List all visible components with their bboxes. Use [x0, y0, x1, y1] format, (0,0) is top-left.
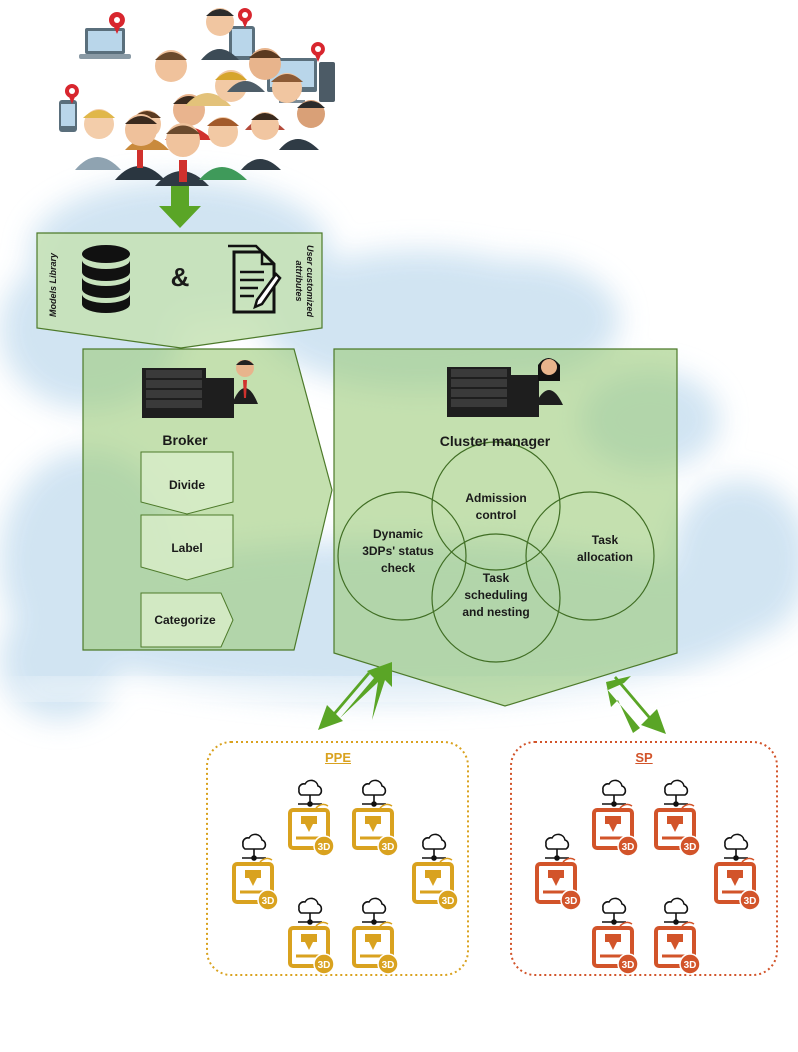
printer-3d-icon: 3D — [592, 921, 639, 975]
ampersand: & — [170, 262, 190, 292]
printer-3d-icon: 3D — [714, 857, 761, 911]
laptop-icon — [79, 28, 131, 59]
printer-node: 3D — [714, 833, 761, 911]
server-rack-icon — [447, 358, 563, 417]
cloud-network-icon — [664, 779, 689, 807]
user-group-icon — [59, 8, 335, 186]
exchange-arrows-right — [606, 676, 666, 734]
step-divide: Divide — [168, 478, 205, 492]
svg-text:3D: 3D — [744, 896, 757, 907]
cloud-network-icon — [724, 833, 749, 861]
admission-circle — [431, 441, 561, 571]
step-divide-shape — [140, 451, 234, 515]
cloud-network-icon — [242, 833, 267, 861]
printer-3d-icon: 3D — [288, 921, 335, 975]
svg-text:3D: 3D — [382, 960, 395, 971]
svg-text:3D: 3D — [262, 896, 275, 907]
svg-text:3D: 3D — [684, 842, 697, 853]
step-label: Label — [171, 541, 203, 555]
cloud-network-icon — [362, 779, 387, 807]
document-pen-icon — [228, 244, 282, 314]
printer-node: 3D — [535, 833, 582, 911]
manager-person-icon — [535, 358, 563, 405]
cloud-network-icon — [602, 897, 627, 925]
printer-3d-icon: 3D — [412, 857, 459, 911]
svg-text:3D: 3D — [565, 896, 578, 907]
printer-3d-icon: 3D — [654, 803, 701, 857]
tablet-icon — [229, 26, 255, 60]
ppe-label: PPE — [324, 750, 351, 765]
svg-text:3D: 3D — [684, 960, 697, 971]
printer-node: 3D — [592, 897, 639, 975]
svg-text:3D: 3D — [622, 960, 635, 971]
svg-text:3D: 3D — [442, 896, 455, 907]
location-pin-icon — [64, 8, 325, 104]
cloud-network-icon — [422, 833, 447, 861]
printer-3d-icon: 3D — [352, 803, 399, 857]
printer-node: 3D — [288, 897, 335, 975]
manager-person-icon — [232, 360, 258, 404]
svg-text:3D: 3D — [622, 842, 635, 853]
printer-3d-icon: 3D — [232, 857, 279, 911]
printer-node: 3D — [654, 779, 701, 857]
printer-node: 3D — [288, 779, 335, 857]
allocation-circle — [525, 491, 655, 621]
printer-node: 3D — [412, 833, 459, 911]
printer-node: 3D — [352, 779, 399, 857]
scheduling-circle — [431, 533, 561, 663]
printer-3d-icon: 3D — [654, 921, 701, 975]
svg-text:3D: 3D — [318, 842, 331, 853]
printer-3d-icon: 3D — [535, 857, 582, 911]
svg-text:3D: 3D — [382, 842, 395, 853]
printer-3d-icon: 3D — [592, 803, 639, 857]
cluster-manager-panel — [333, 348, 678, 707]
sp-label: SP — [635, 750, 653, 765]
printer-node: 3D — [592, 779, 639, 857]
printer-node: 3D — [654, 897, 701, 975]
step-categorize-shape — [140, 592, 234, 648]
status-circle — [337, 491, 467, 621]
cluster-manager-title: Cluster manager — [439, 433, 551, 449]
cloud-network-icon — [545, 833, 570, 861]
step-label-shape — [140, 514, 234, 581]
cloud-network-icon — [298, 897, 323, 925]
printer-3d-icon: 3D — [352, 921, 399, 975]
database-icon — [82, 245, 130, 313]
phone-icon — [59, 100, 77, 132]
down-arrow-icon — [159, 186, 201, 228]
sp-pool-box — [510, 741, 778, 976]
cloud-network-icon — [362, 897, 387, 925]
cloud-network-icon — [298, 779, 323, 807]
broker-title: Broker — [162, 432, 208, 448]
printer-node: 3D — [232, 833, 279, 911]
exchange-arrows-left — [318, 662, 392, 730]
svg-text:3D: 3D — [318, 960, 331, 971]
cloud-network-icon — [664, 897, 689, 925]
step-categorize: Categorize — [154, 613, 216, 627]
printer-node: 3D — [352, 897, 399, 975]
cloud-network-icon — [602, 779, 627, 807]
server-rack-icon — [142, 360, 258, 418]
printer-3d-icon: 3D — [288, 803, 335, 857]
models-library-label: Models Library — [48, 252, 58, 318]
user-attributes-label: User customized attributes — [294, 244, 315, 318]
ppe-pool-box — [206, 741, 469, 976]
